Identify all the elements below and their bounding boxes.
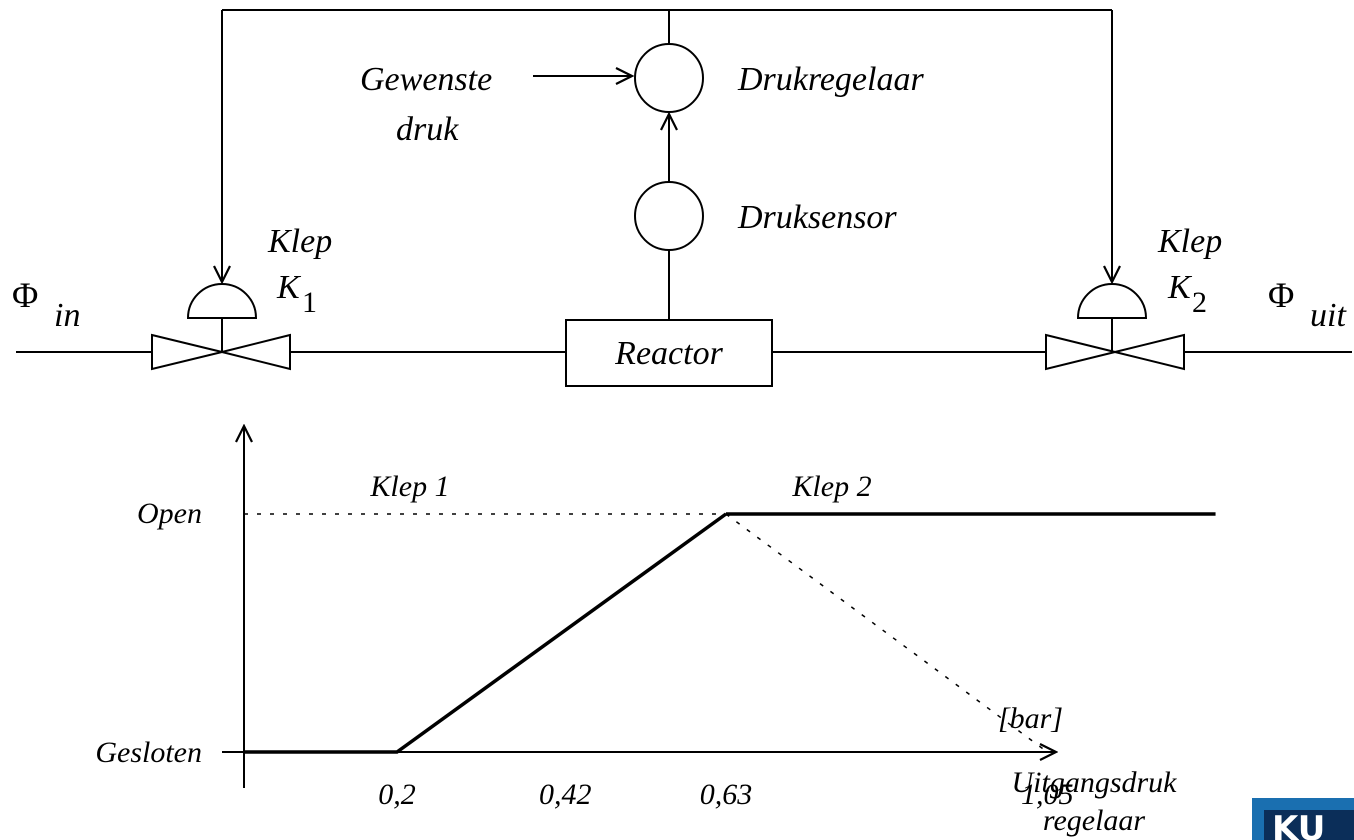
valve-k1-word: Klep xyxy=(267,223,332,260)
x-axis-label-line1: Uitgangsdruk xyxy=(1012,766,1178,799)
valve-k2-body xyxy=(1045,333,1185,371)
logo-inner xyxy=(1264,810,1354,840)
valve-k1-symbol: K xyxy=(276,269,302,306)
setpoint-label-line1: Gewenste xyxy=(360,61,492,98)
x-axis-label-line2: regelaar xyxy=(1043,804,1146,837)
flow-out-subscript: uit xyxy=(1310,297,1347,334)
valve-k1 xyxy=(151,283,291,371)
x-axis-unit: [bar] xyxy=(998,702,1063,735)
y-level-closed: Gesloten xyxy=(95,736,202,769)
series-label-klep2: Klep 2 xyxy=(791,470,871,503)
flow-in-symbol: Φ xyxy=(12,275,38,315)
valve-k1-actuator xyxy=(186,283,258,319)
x-tick-label: 0,63 xyxy=(700,778,753,811)
pressure-sensor-circle xyxy=(634,181,704,251)
series-line-klep1 xyxy=(244,512,727,754)
flow-out-symbol: Φ xyxy=(1268,275,1294,315)
x-tick-label: 0,42 xyxy=(539,778,592,811)
valve-k1-index: 1 xyxy=(302,286,317,319)
series-line-klep2 xyxy=(725,513,1048,753)
valve-k2-index: 2 xyxy=(1192,286,1207,319)
logo-text: KU xyxy=(1272,809,1325,840)
valve-k2-symbol: K xyxy=(1167,269,1193,306)
setpoint-label-line2: druk xyxy=(396,111,459,148)
reactor-box xyxy=(565,319,773,387)
valve-k2 xyxy=(1045,283,1185,371)
valve-k1-body xyxy=(151,333,291,371)
valve-k2-actuator xyxy=(1076,283,1148,319)
pressure-controller-label: Drukregelaar xyxy=(737,61,924,98)
pressure-controller-circle xyxy=(634,43,704,113)
series-label-klep1: Klep 1 xyxy=(369,470,449,503)
pressure-sensor-label: Druksensor xyxy=(737,199,897,236)
ku-leuven-logo: KU xyxy=(1252,798,1354,840)
x-tick-label: 1,05 xyxy=(1021,778,1074,811)
valve-k2-word: Klep xyxy=(1157,223,1222,260)
x-tick-label: 0,2 xyxy=(378,778,416,811)
valve-characteristic-chart: Open Gesloten Klep 1 Klep 2 [bar] Uitgan… xyxy=(95,426,1216,837)
y-level-open: Open xyxy=(137,497,202,530)
flow-in-subscript: in xyxy=(54,297,80,334)
reactor-label: Reactor xyxy=(614,335,723,372)
